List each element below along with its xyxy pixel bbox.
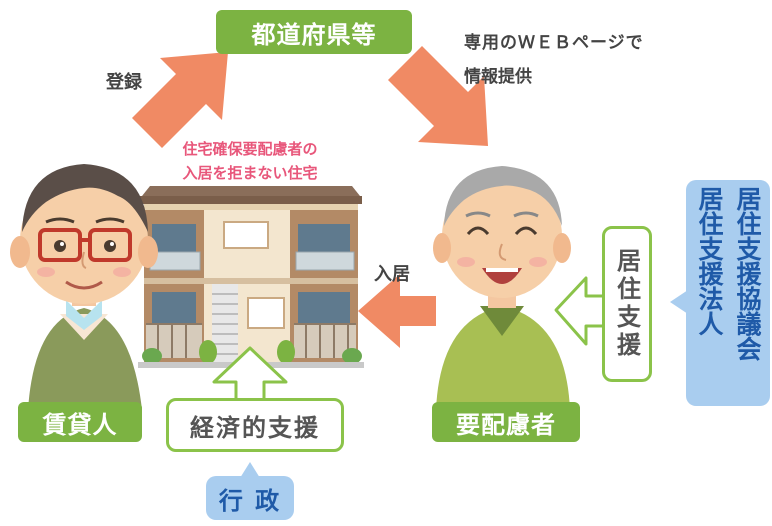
web-info-line2: 情報提供: [464, 67, 532, 87]
house-caption-line1: 住宅確保要配慮者の: [182, 140, 318, 158]
register-label: 登録: [106, 72, 142, 93]
register-arrow: [132, 52, 228, 148]
landlord-label: 賃貸人: [18, 402, 142, 442]
elderly-label: 要配慮者: [432, 402, 580, 442]
prefecture-label: 都道府県等: [216, 10, 412, 54]
web-info-line1: 専用のＷＥＢページで: [464, 33, 644, 53]
residential-support-box: 居住支援: [602, 226, 652, 382]
council-name: 居住支援協議会: [733, 186, 762, 361]
move-in-label: 入居: [374, 264, 410, 285]
info-arrow: [388, 46, 488, 146]
move-in-arrow: [358, 274, 436, 348]
housing-support-council-box: 居住支援協議会 居住支援法人: [686, 180, 770, 406]
house-caption-line2: 入居を拒まない住宅: [182, 164, 318, 182]
support-corporation-name: 居住支援法人: [695, 186, 724, 336]
economic-support-box: 経済的支援: [166, 398, 344, 452]
government-box: 行 政: [206, 476, 294, 520]
